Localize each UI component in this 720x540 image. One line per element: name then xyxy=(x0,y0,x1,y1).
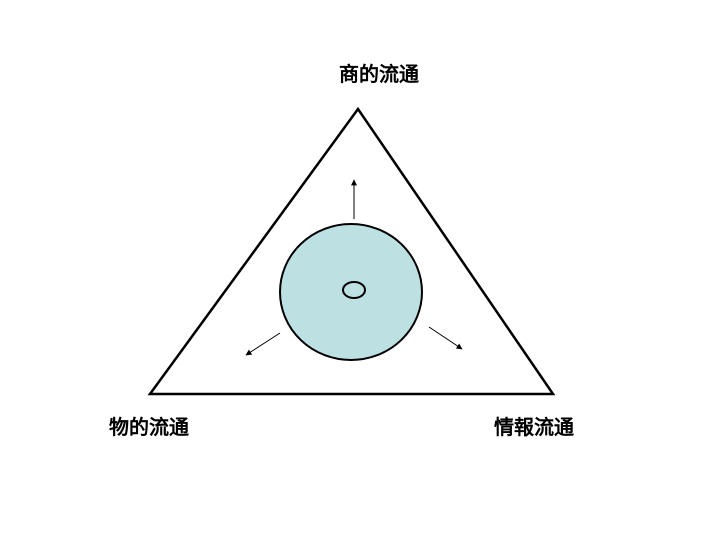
arrow-lower-right xyxy=(428,326,463,350)
arrow-lower-left xyxy=(245,332,281,356)
triangle-outline xyxy=(147,106,556,396)
label-commercial-flow: 商的流通 xyxy=(339,62,419,86)
center-dot xyxy=(342,281,366,299)
label-information-flow: 情報流通 xyxy=(494,415,574,439)
label-physical-flow: 物的流通 xyxy=(109,415,189,439)
